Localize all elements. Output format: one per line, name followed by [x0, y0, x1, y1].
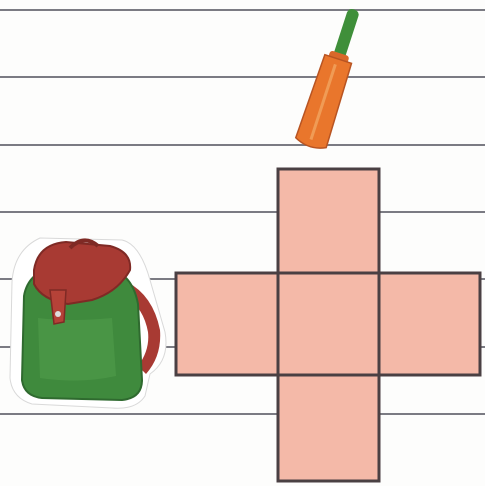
- net-face-right: [379, 273, 480, 375]
- backpack-buckle: [55, 311, 61, 317]
- cube-net-cross: [176, 169, 480, 481]
- backpack-icon: [10, 238, 166, 408]
- cricket-bat-icon: [295, 5, 370, 152]
- backpack-pocket-shading: [38, 318, 116, 381]
- net-face-left: [176, 273, 278, 375]
- net-face-center: [278, 273, 379, 375]
- net-face-bottom: [278, 375, 379, 481]
- net-face-top: [278, 169, 379, 273]
